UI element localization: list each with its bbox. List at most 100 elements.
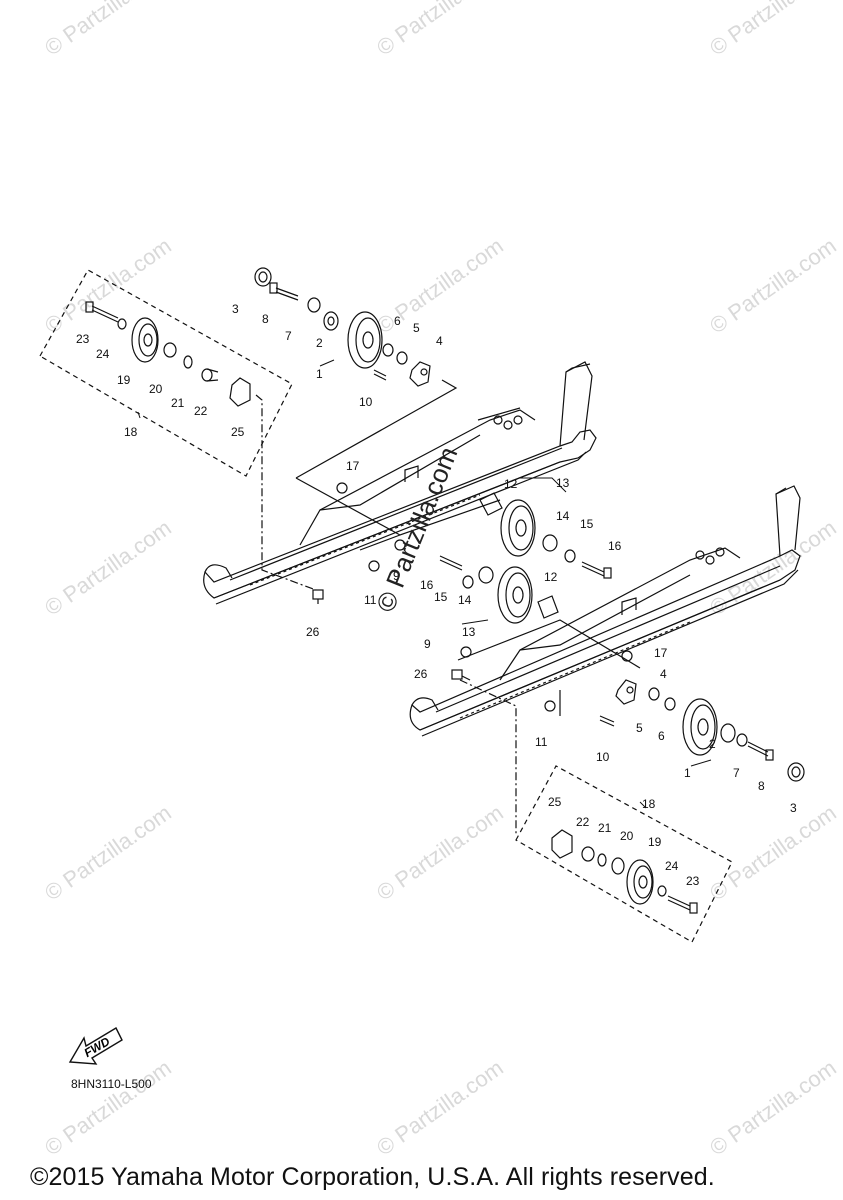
part-bracket-25	[229, 377, 251, 407]
part-washer-24	[117, 318, 127, 330]
callout-label: 6	[394, 314, 401, 328]
leader-line	[359, 534, 401, 551]
part-bolt-8	[747, 741, 774, 761]
part-circlip-21	[597, 853, 607, 867]
part-bolt-16	[581, 561, 612, 579]
part-bracket-4	[409, 361, 431, 387]
part-bolt-26	[312, 589, 324, 604]
callout-label: 26	[414, 667, 428, 681]
callout-labels: 3 8 7 2 6 5 4 1 10 23 24 19 20 21 22 25 …	[76, 302, 797, 888]
part-wheel-1	[347, 311, 383, 369]
left-slide-rail	[203, 361, 597, 605]
callout-label: 25	[548, 795, 562, 809]
callout-label: 2	[316, 336, 323, 350]
callout-label: 23	[686, 874, 700, 888]
part-wheel-19	[626, 859, 654, 905]
part-washer-15	[564, 549, 576, 563]
callout-label: 17	[346, 459, 360, 473]
callout-label: 9	[424, 637, 431, 651]
leader-line	[255, 394, 317, 591]
part-bolt-23	[85, 301, 119, 323]
part-cap-3	[254, 267, 272, 287]
part-bearing-2	[720, 723, 736, 743]
callout-label: 20	[149, 382, 163, 396]
leader-line	[459, 679, 517, 836]
part-nut-11	[368, 560, 380, 572]
part-shaft-22	[581, 846, 595, 862]
part-washer-7	[307, 297, 321, 313]
part-bearing-20	[163, 342, 177, 358]
part-washer-5	[396, 351, 408, 365]
callout-label: 6	[658, 729, 665, 743]
fwd-arrow-icon	[68, 1027, 123, 1065]
part-collar-6	[664, 697, 676, 711]
callout-label: 22	[194, 404, 208, 418]
part-bolt-23	[667, 895, 698, 914]
part-bearing-2	[323, 311, 339, 331]
leader-line	[295, 379, 458, 479]
part-collar-6	[382, 343, 394, 357]
callout-label: 7	[285, 329, 292, 343]
callout-label: 11	[364, 593, 377, 607]
callout-label: 11	[535, 735, 548, 749]
callout-label: 24	[96, 347, 110, 361]
callout-label: 1	[684, 766, 691, 780]
callout-label: 23	[76, 332, 90, 346]
part-bolt-10	[599, 715, 615, 727]
part-cap-3	[787, 762, 805, 782]
callout-label: 2	[709, 737, 716, 751]
part-washer-5	[648, 687, 660, 701]
callout-label: 5	[636, 721, 643, 735]
callout-label: 19	[117, 373, 131, 387]
callout-label: 12	[544, 570, 558, 584]
part-bolt-10	[373, 369, 387, 381]
callout-label: 16	[608, 539, 622, 553]
part-wheel-1	[682, 698, 718, 756]
callout-label: 8	[758, 779, 765, 793]
callout-label: 15	[434, 590, 448, 604]
callout-label: 13	[462, 625, 476, 639]
copyright-notice: ©2015 Yamaha Motor Corporation, U.S.A. A…	[30, 1163, 715, 1191]
callout-label: 14	[458, 593, 472, 607]
part-bracket-25	[551, 829, 573, 859]
callout-label: 3	[232, 302, 239, 316]
part-nut-17	[336, 482, 348, 494]
callout-label: 12	[504, 477, 518, 491]
callout-label: 22	[576, 815, 590, 829]
callout-label: 16	[420, 578, 434, 592]
part-nut-9	[394, 539, 406, 551]
callout-label: 21	[171, 396, 185, 410]
part-bracket-4	[615, 679, 637, 705]
callout-label: 25	[231, 425, 245, 439]
callout-label: 24	[665, 859, 679, 873]
part-bearing-14	[542, 534, 558, 552]
callout-label: 17	[654, 646, 668, 660]
assembly-box-18-upper	[39, 269, 293, 477]
callout-label: 8	[262, 312, 269, 326]
part-bearing-20	[611, 857, 625, 875]
callout-label: 20	[620, 829, 634, 843]
part-washer-15	[462, 575, 474, 589]
callout-label: 4	[660, 667, 667, 681]
callout-label: 10	[596, 750, 610, 764]
callout-label: 4	[436, 334, 443, 348]
part-bolt-8	[269, 282, 299, 301]
callout-label: 19	[648, 835, 662, 849]
callout-label: 21	[598, 821, 612, 835]
part-shaft-22	[201, 368, 219, 382]
callout-label: 15	[580, 517, 594, 531]
part-bolt-16	[439, 555, 463, 571]
part-wheel-19	[131, 317, 159, 363]
callout-label: 26	[306, 625, 320, 639]
callout-label: 1	[316, 367, 323, 381]
part-collar-12	[479, 492, 503, 516]
label-leaders	[137, 359, 712, 809]
leader-line	[457, 619, 641, 669]
part-circlip-21	[183, 355, 193, 369]
part-collar-12	[537, 595, 559, 619]
part-wheel-13	[500, 499, 536, 557]
callout-label: 5	[413, 321, 420, 335]
callout-label: 18	[642, 797, 656, 811]
callout-label: 18	[124, 425, 138, 439]
